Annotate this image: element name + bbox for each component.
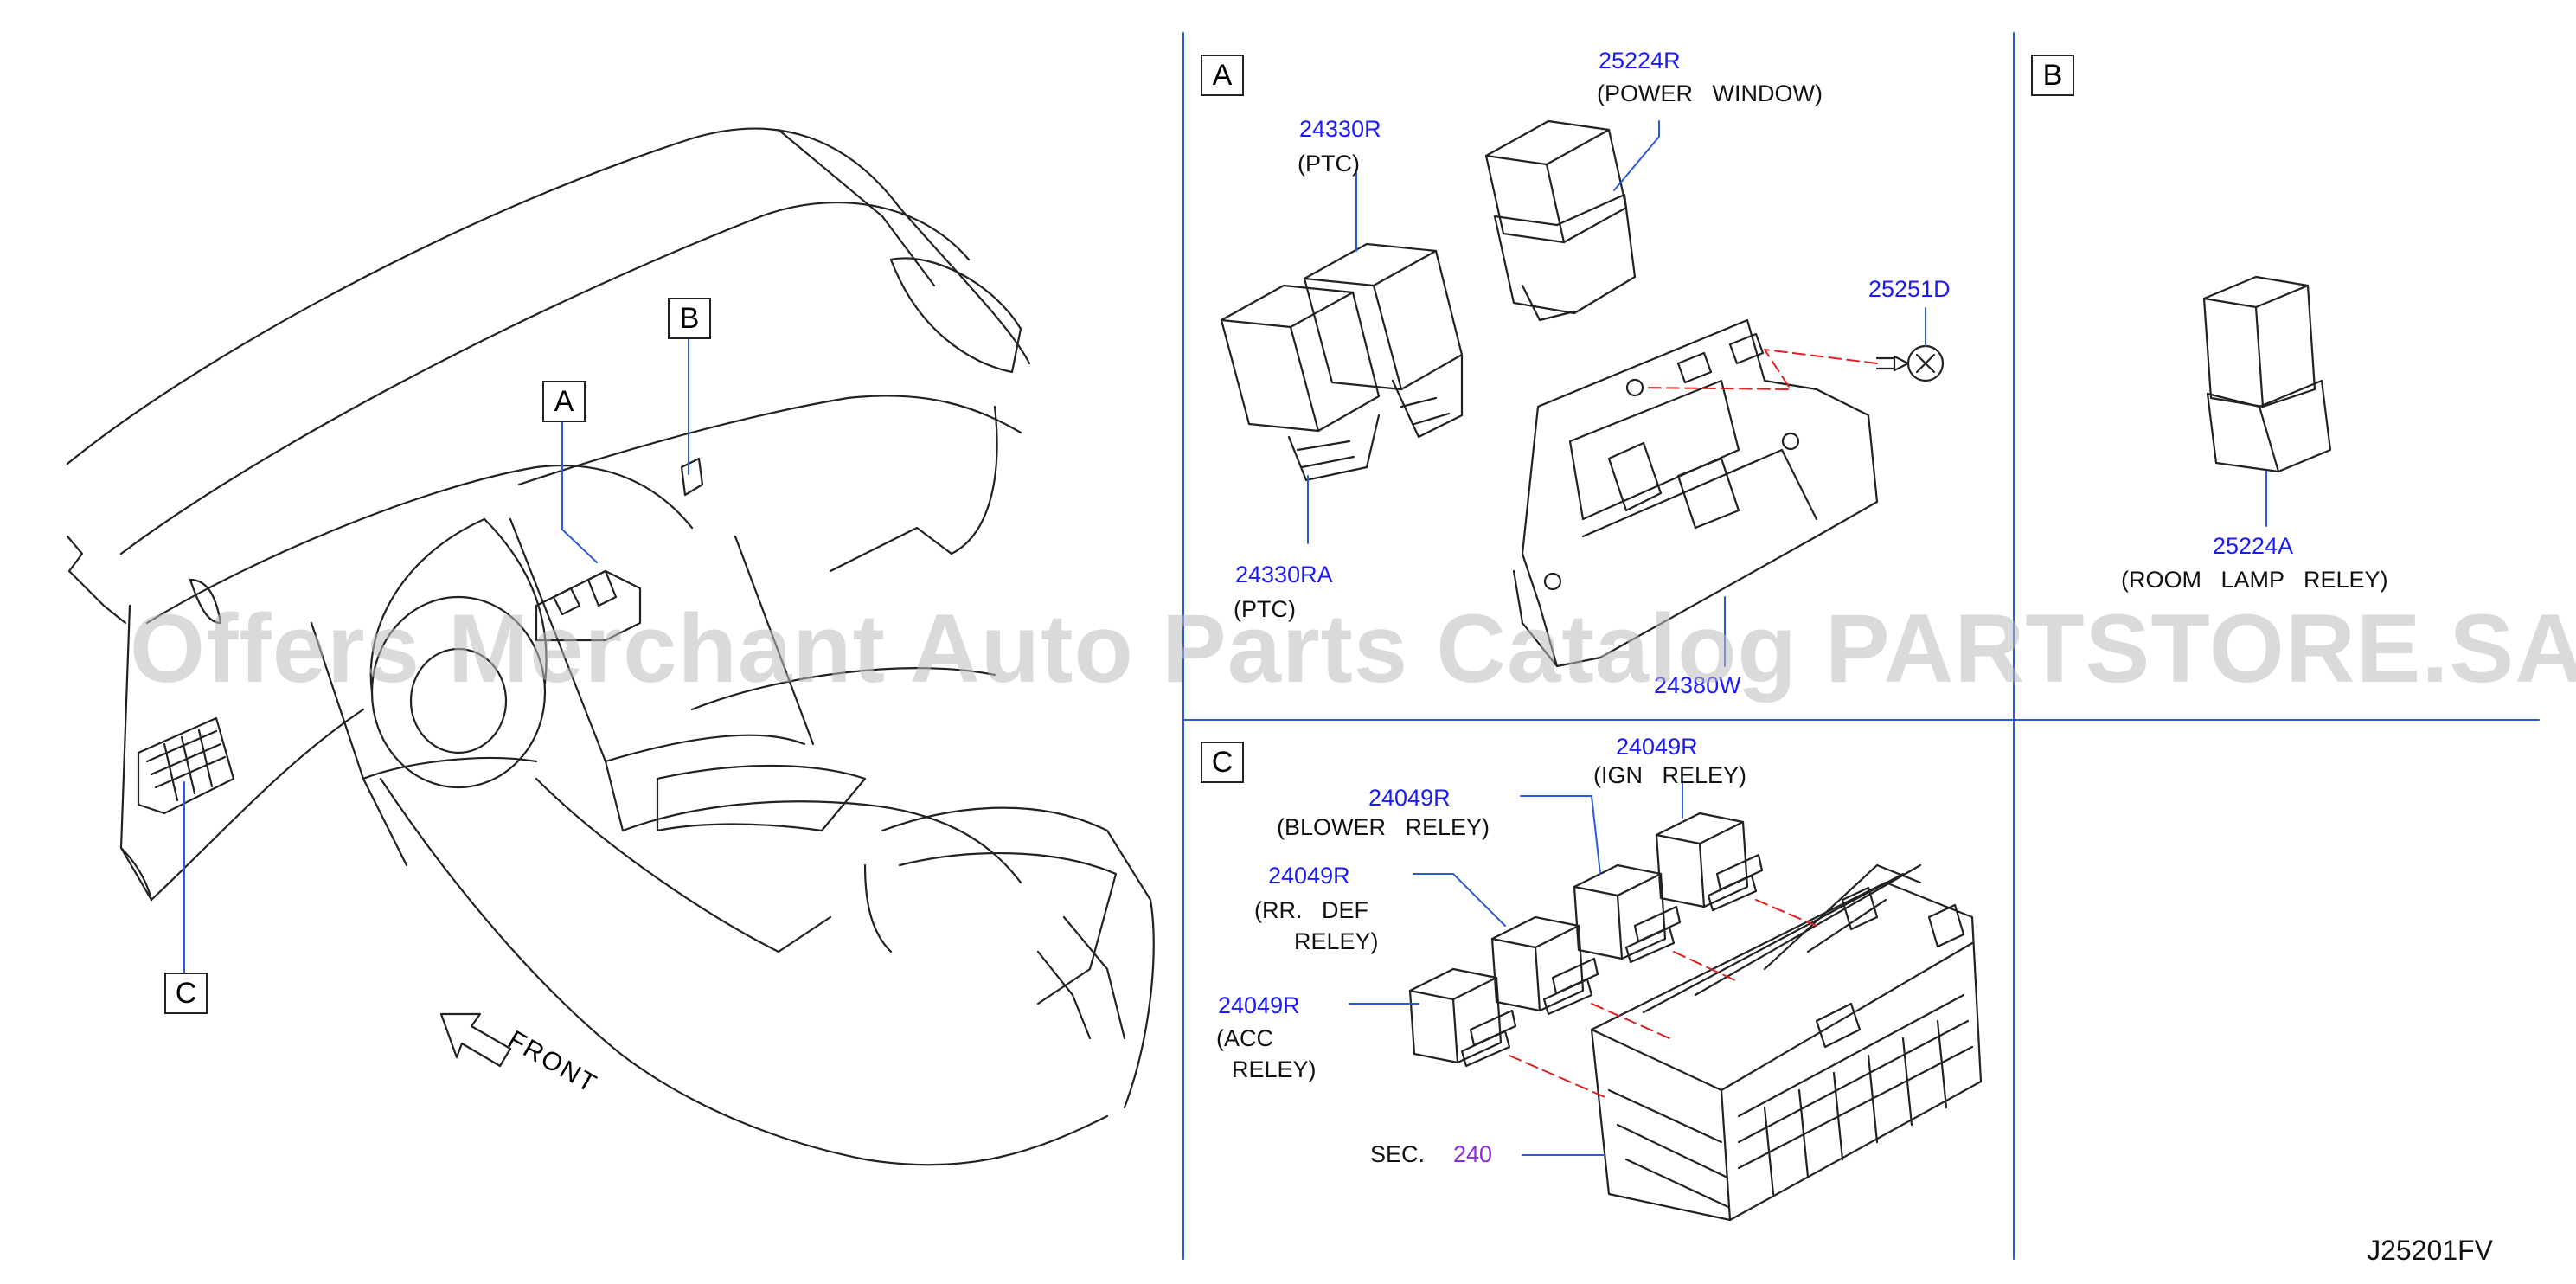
part-number-25224r[interactable]: 25224R <box>1599 48 1681 74</box>
part-desc-acc-relay-2: RELEY) <box>1232 1056 1317 1082</box>
front-arrow-icon <box>439 1012 512 1068</box>
part-desc-24330r: (PTC) <box>1298 151 1360 177</box>
part-number-25224a[interactable]: 25224A <box>2213 533 2294 559</box>
part-desc-rr-def-relay-2: RELEY) <box>1294 928 1379 954</box>
diagram-code: J25201FV <box>2367 1235 2493 1266</box>
part-number-25251d[interactable]: 25251D <box>1868 276 1951 302</box>
panel-frame <box>1182 32 2540 1260</box>
section-reference-label: SEC. <box>1370 1141 1426 1167</box>
part-desc-rr-def-relay-1: (RR. DEF <box>1254 897 1368 923</box>
panel-c-label: C <box>1201 742 1244 783</box>
part-desc-blower-relay: (BLOWER RELEY) <box>1277 814 1490 840</box>
part-number-24380w[interactable]: 24380W <box>1654 672 1741 698</box>
overview-leaders <box>183 338 689 974</box>
part-desc-ign-relay: (IGN RELEY) <box>1593 762 1747 788</box>
panel-b-label: B <box>2031 55 2074 96</box>
part-number-rr-def-relay[interactable]: 24049R <box>1268 863 1350 889</box>
panel-a-parts <box>1220 119 1945 668</box>
watermark: Offers Merchant Auto Parts Catalog PARTS… <box>130 594 2576 703</box>
dashboard-illustration <box>66 127 1155 1166</box>
panel-a-label: A <box>1201 55 1244 96</box>
part-number-24330ra[interactable]: 24330RA <box>1235 562 1333 587</box>
part-desc-25224a: (ROOM LAMP RELEY) <box>2121 567 2388 593</box>
callout-b-overview: B <box>668 298 711 339</box>
part-number-24330r[interactable]: 24330R <box>1299 116 1381 142</box>
part-number-acc-relay[interactable]: 24049R <box>1218 992 1300 1018</box>
part-desc-acc-relay-1: (ACC <box>1216 1025 1273 1051</box>
panel-a-guide-lines <box>1643 349 1878 390</box>
callout-c-overview: C <box>164 973 208 1014</box>
section-reference-number[interactable]: 240 <box>1453 1141 1493 1167</box>
panel-c-guide-lines <box>1509 899 1817 1100</box>
panel-b-parts <box>2202 275 2332 473</box>
callout-a-overview: A <box>542 381 586 422</box>
part-number-blower-relay[interactable]: 24049R <box>1368 785 1451 811</box>
panel-c-leaders <box>1349 780 1683 1156</box>
part-number-ign-relay[interactable]: 24049R <box>1616 734 1698 760</box>
panel-c-parts <box>1408 812 1983 1222</box>
panel-a-leaders <box>1307 120 1926 667</box>
part-desc-25224r: (POWER WINDOW) <box>1597 80 1823 106</box>
part-desc-24330ra: (PTC) <box>1234 596 1296 622</box>
